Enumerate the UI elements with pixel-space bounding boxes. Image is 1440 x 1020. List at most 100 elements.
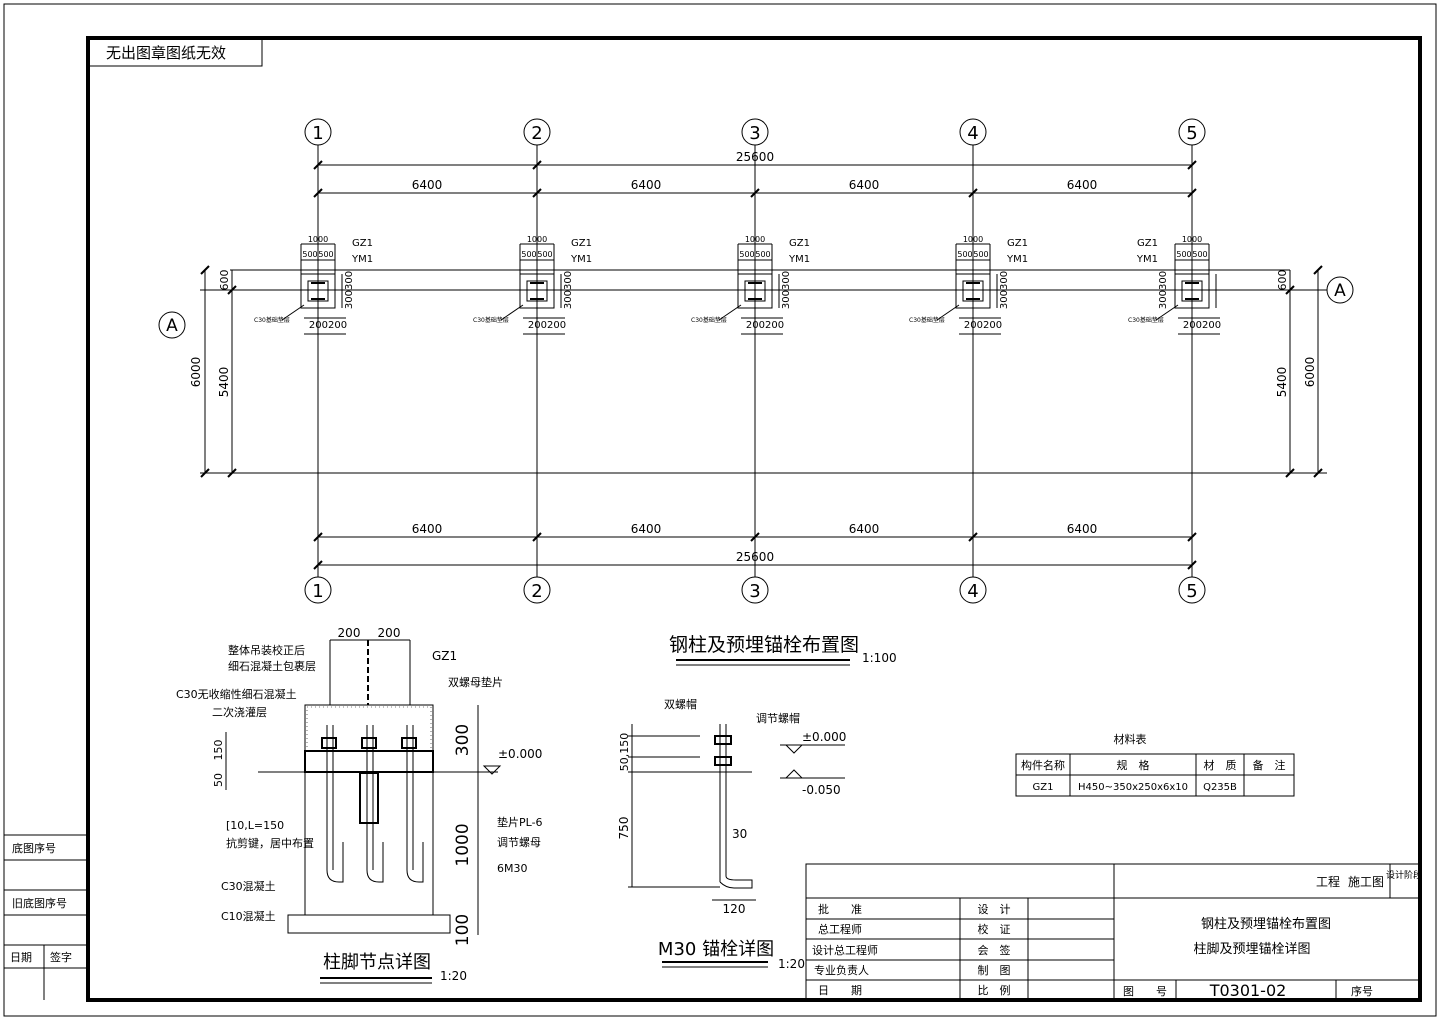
dim-1000: 1000 [453, 823, 473, 866]
col-dim-half: 500 [1176, 250, 1191, 259]
elev-zero: ±0.000 [498, 747, 542, 761]
bolt-dim-750: 750 [617, 817, 631, 840]
side-label-4: 签字 [50, 950, 72, 964]
col-c30-label: C30基础垫层 [691, 316, 727, 324]
col-dim-half: 500 [957, 250, 972, 259]
tb-project: 工程 [1316, 874, 1340, 889]
col-dim-bolt: 300300 [999, 271, 1010, 309]
table-cell: H450~350x250x6x10 [1078, 782, 1188, 793]
side-label-1: 底图序号 [12, 841, 56, 855]
plate-label: YM1 [1006, 254, 1028, 265]
axis-letter: A [166, 316, 178, 336]
label-shear-2: 抗剪键，居中布置 [226, 836, 314, 850]
tb-role2: 比 例 [978, 983, 1011, 997]
dim-edge-left: 600 [218, 270, 231, 291]
axis-number: 3 [749, 123, 760, 144]
dim-total-top: 25600 [736, 150, 774, 164]
dim-inner-left: 5400 [217, 367, 231, 398]
tb-drawing-title-1: 钢柱及预埋锚栓布置图 [1201, 917, 1331, 932]
col-label: GZ1 [789, 238, 810, 249]
col-dim-bolt: 300300 [1158, 271, 1169, 309]
plate-label: YM1 [788, 254, 810, 265]
axis-number: 2 [531, 581, 542, 602]
tb-role: 批 准 [818, 902, 862, 916]
col-dim-top: 1000 [745, 235, 765, 244]
table-title: 材料表 [1114, 732, 1147, 746]
dim-span: 6400 [1067, 178, 1098, 192]
axis-number: 1 [312, 123, 323, 144]
bolt-detail: 50,150 750 30 120 双螺帽 调节螺帽 ±0.000 -0.050… [617, 698, 846, 971]
axis-number: 5 [1186, 123, 1197, 144]
dim-200: 200 [338, 626, 361, 640]
dim-150: 150 [212, 740, 225, 761]
label-second: 二次浇灌层 [212, 705, 267, 719]
bolt-dim-50-150: 50,150 [618, 733, 631, 772]
side-label-2: 旧底图序号 [12, 896, 67, 910]
table-header: 构件名称 [1021, 758, 1065, 772]
col-dim-200: 200200 [1183, 320, 1221, 331]
dim-span: 6400 [412, 178, 443, 192]
col-c30-label: C30基础垫层 [254, 316, 290, 324]
axis-letter: A [1334, 281, 1346, 301]
col-label: GZ1 [571, 238, 592, 249]
dim-span: 6400 [631, 178, 662, 192]
col-dim-half: 500 [521, 250, 536, 259]
base-detail: 200 200 300 1000 100 150 50 ±0.000 整体吊装校… [176, 626, 543, 984]
axis-number: 3 [749, 581, 760, 602]
axis-number: 2 [531, 123, 542, 144]
dim-width-right: 6000 [1303, 357, 1317, 388]
bolt-adjust-nut: 调节螺帽 [756, 712, 800, 725]
dim-span: 6400 [849, 522, 880, 536]
bolt-detail-title: M30 锚栓详图 [658, 939, 774, 960]
dim-50: 50 [212, 773, 225, 787]
col-label: GZ1 [1007, 238, 1028, 249]
dim-300: 300 [453, 724, 473, 756]
plan-view: 1 2 3 4 5 1 2 3 4 5 A A [158, 118, 1354, 666]
label-grout: C30无收缩性细石混凝土 [176, 687, 297, 701]
tb-role2: 会 签 [978, 943, 1011, 957]
dim-width-left: 6000 [189, 357, 203, 388]
bolt-elev-neg: -0.050 [802, 783, 841, 797]
table-header: 材 质 [1204, 758, 1237, 772]
bolt-detail-scale: 1:20 [778, 957, 805, 971]
label-plate: 垫片PL-6 [497, 815, 543, 829]
label-c10: C10混凝土 [221, 909, 276, 923]
col-c30-label: C30基础垫层 [1128, 316, 1164, 324]
bolt-dim-30: 30 [732, 827, 747, 841]
col-label: GZ1 [1137, 238, 1158, 249]
dim-100: 100 [453, 914, 473, 946]
tb-drawing-title-2: 柱脚及预埋锚栓详图 [1193, 941, 1310, 957]
sheet-inner-border [86, 36, 1422, 1002]
label-adjust: 整体吊装校正后 [228, 643, 305, 657]
tb-stage-label: 设计阶段 [1386, 869, 1422, 881]
col-dim-200: 200200 [528, 320, 566, 331]
tb-drawing-no: T0301-02 [1209, 981, 1287, 1000]
plate-label: YM1 [570, 254, 592, 265]
tb-drawing-no-label: 图 号 [1123, 985, 1167, 998]
tb-role: 设计总工程师 [812, 943, 878, 957]
label-shear: [10,L=150 [226, 819, 284, 832]
col-label: GZ1 [352, 238, 373, 249]
bolt-double-nut: 双螺帽 [664, 698, 697, 711]
col-dim-top: 1000 [308, 235, 328, 244]
col-dim-bolt: 300300 [781, 271, 792, 309]
material-table: 材料表 构件名称 规 格 材 质 备 注 GZ1 H450~350x250x6x… [1015, 732, 1295, 797]
col-dim-half: 500 [318, 250, 333, 259]
table-cell: GZ1 [1033, 782, 1054, 793]
dim-200: 200 [378, 626, 401, 640]
tb-stage: 施工图 [1348, 875, 1384, 889]
dim-span: 6400 [412, 522, 443, 536]
axis-bubble-a-left [158, 311, 186, 339]
axis-number: 5 [1186, 581, 1197, 602]
axis-number: 4 [967, 123, 978, 144]
col-dim-200: 200200 [964, 320, 1002, 331]
base-detail-scale: 1:20 [440, 969, 467, 983]
plan-scale: 1:100 [862, 651, 897, 665]
col-c30-label: C30基础垫层 [473, 316, 509, 324]
tb-role2: 制 图 [978, 964, 1011, 977]
bolt-elev-zero: ±0.000 [802, 730, 846, 744]
